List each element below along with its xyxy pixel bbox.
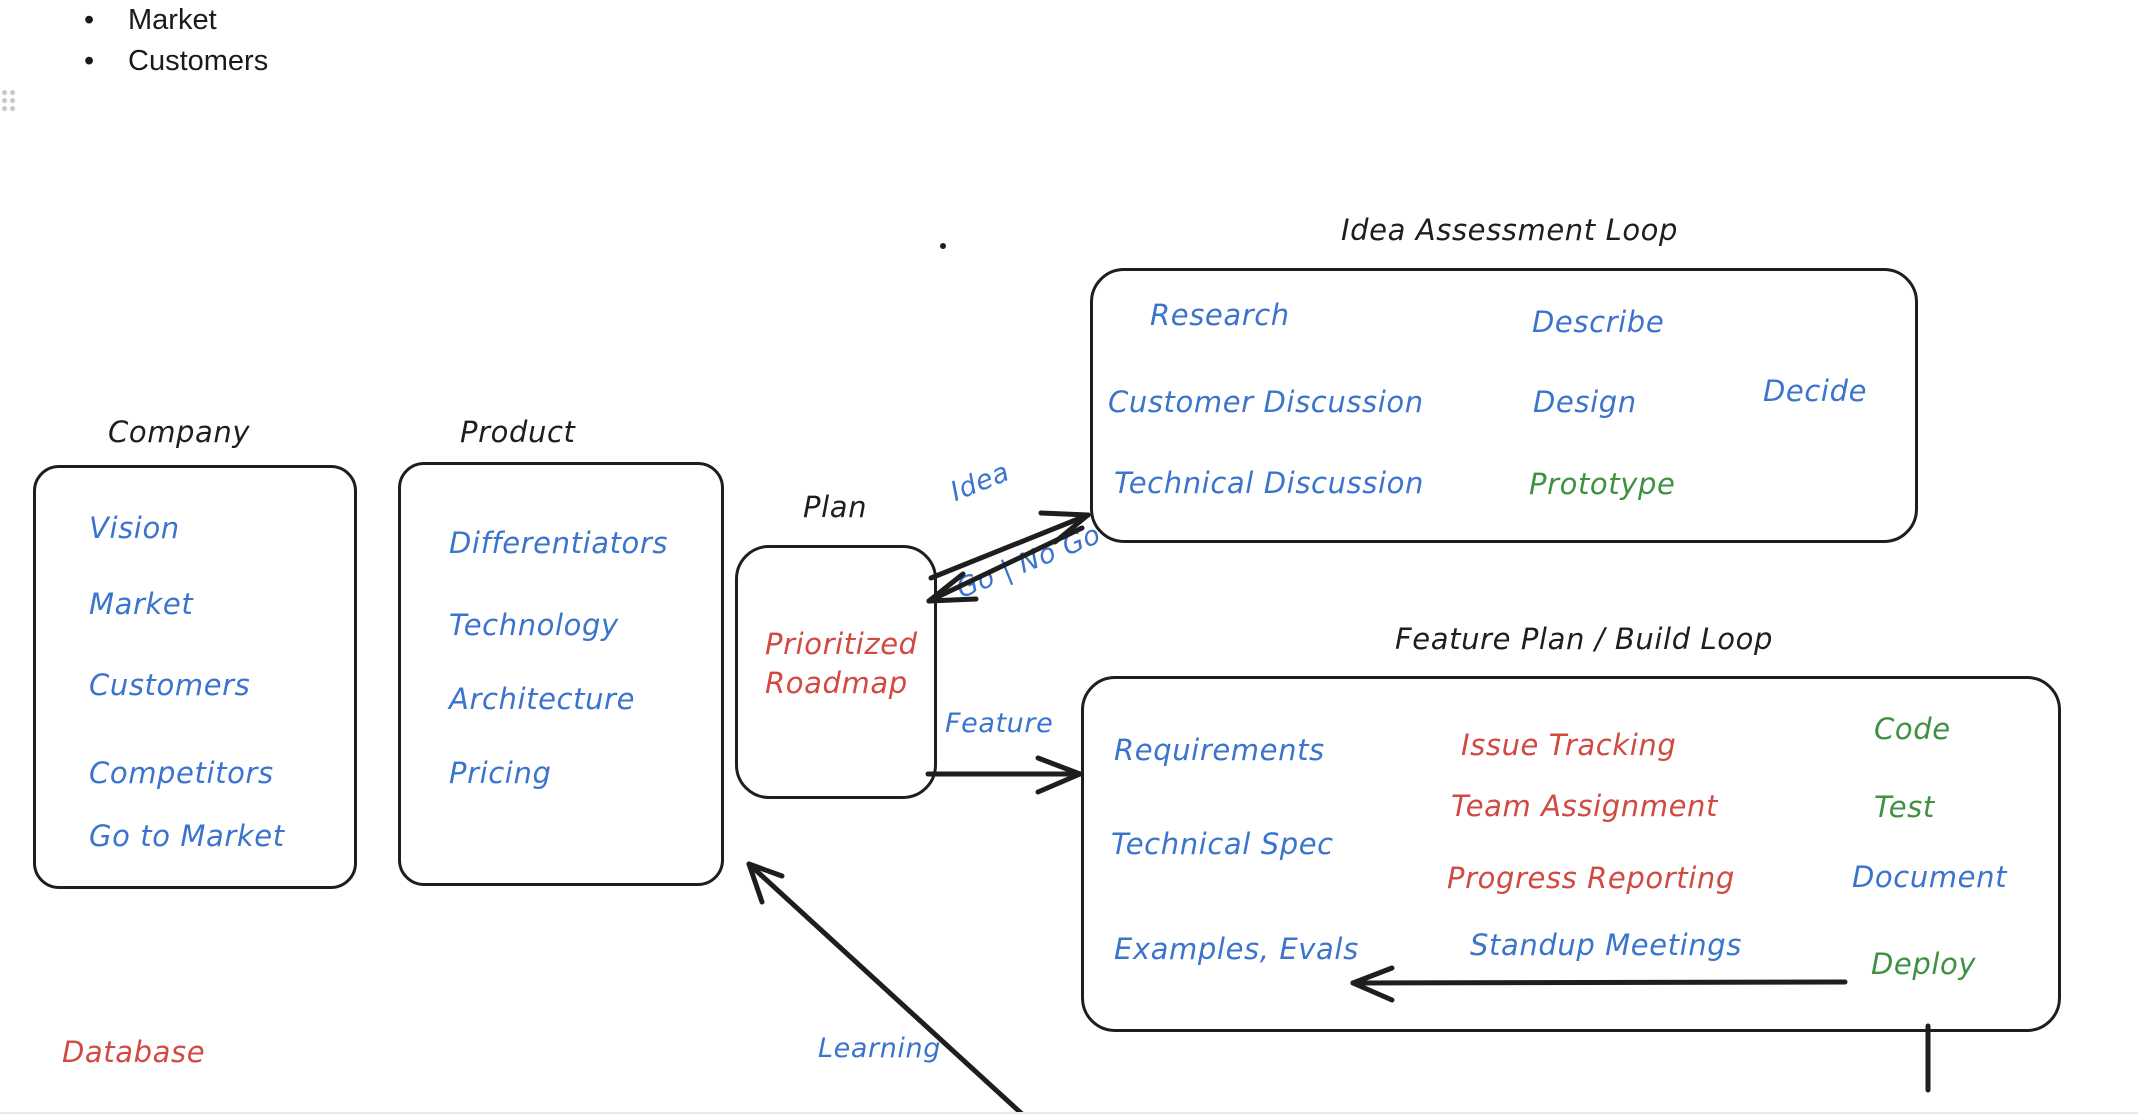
group-item-company-market[interactable]: Market [89,587,194,621]
group-box-company[interactable] [33,465,357,889]
group-item-idea-customer-discussion[interactable]: Customer Discussion [1108,385,1424,419]
group-title-plan: Plan [803,490,868,524]
group-item-feature-requirements[interactable]: Requirements [1114,733,1325,767]
group-item-feature-code[interactable]: Code [1874,712,1951,746]
group-item-feature-technical-spec[interactable]: Technical Spec [1111,827,1334,861]
group-title-product: Product [460,415,576,449]
group-item-plan-prioritized-roadmap[interactable]: Prioritized Roadmap [765,627,918,701]
group-item-feature-test[interactable]: Test [1874,790,1935,824]
edge-arrow-feature [925,755,1083,795]
group-item-company-vision[interactable]: Vision [89,511,180,545]
group-item-feature-team-assignment[interactable]: Team Assignment [1451,789,1718,823]
group-item-feature-standup-meetings[interactable]: Standup Meetings [1470,928,1742,962]
group-item-product-technology[interactable]: Technology [449,608,619,642]
page-bottom-divider [0,1112,2138,1114]
group-item-idea-describe[interactable]: Describe [1532,305,1665,339]
group-item-idea-design[interactable]: Design [1533,385,1637,419]
list-item: Customers [0,41,600,82]
group-title-company: Company [108,415,251,449]
label-database[interactable]: Database [62,1035,206,1069]
edge-arrow-learning [746,861,1025,1114]
edge-label-go-no-go: Go | No Go [952,519,1106,605]
group-item-company-competitors[interactable]: Competitors [89,756,274,790]
edge-label-idea: Idea [946,456,1015,508]
group-item-idea-prototype[interactable]: Prototype [1529,467,1676,501]
group-item-idea-technical-discussion[interactable]: Technical Discussion [1114,466,1424,500]
group-item-product-pricing[interactable]: Pricing [449,756,552,790]
group-item-idea-decide[interactable]: Decide [1763,374,1868,408]
group-item-idea-research[interactable]: Research [1150,298,1290,332]
group-box-idea-assessment-loop[interactable] [1090,268,1918,543]
group-item-feature-examples-evals[interactable]: Examples, Evals [1114,932,1359,966]
edge-label-feature: Feature [945,708,1054,739]
list-item: Market [0,0,600,41]
group-item-company-customers[interactable]: Customers [89,668,251,702]
group-box-feature-plan-build-loop[interactable] [1081,676,2061,1032]
group-item-feature-deploy[interactable]: Deploy [1871,947,1977,981]
edge-label-learning: Learning [818,1033,941,1064]
group-item-feature-progress-reporting[interactable]: Progress Reporting [1447,861,1735,895]
group-title-idea-assessment-loop: Idea Assessment Loop [1341,213,1679,247]
group-title-feature-plan-build-loop: Feature Plan / Build Loop [1395,622,1773,656]
group-box-plan[interactable] [735,545,937,799]
group-item-product-differentiators[interactable]: Differentiators [449,526,669,560]
document-bullet-list: Market Customers [0,0,600,83]
group-item-product-architecture[interactable]: Architecture [449,682,636,716]
group-box-product[interactable] [398,462,724,886]
group-item-feature-document[interactable]: Document [1852,860,2008,894]
group-item-feature-issue-tracking[interactable]: Issue Tracking [1461,728,1677,762]
drag-dots-icon[interactable] [2,90,18,116]
group-item-company-go-to-market[interactable]: Go to Market [89,819,285,853]
stray-dot-mark [940,243,946,249]
